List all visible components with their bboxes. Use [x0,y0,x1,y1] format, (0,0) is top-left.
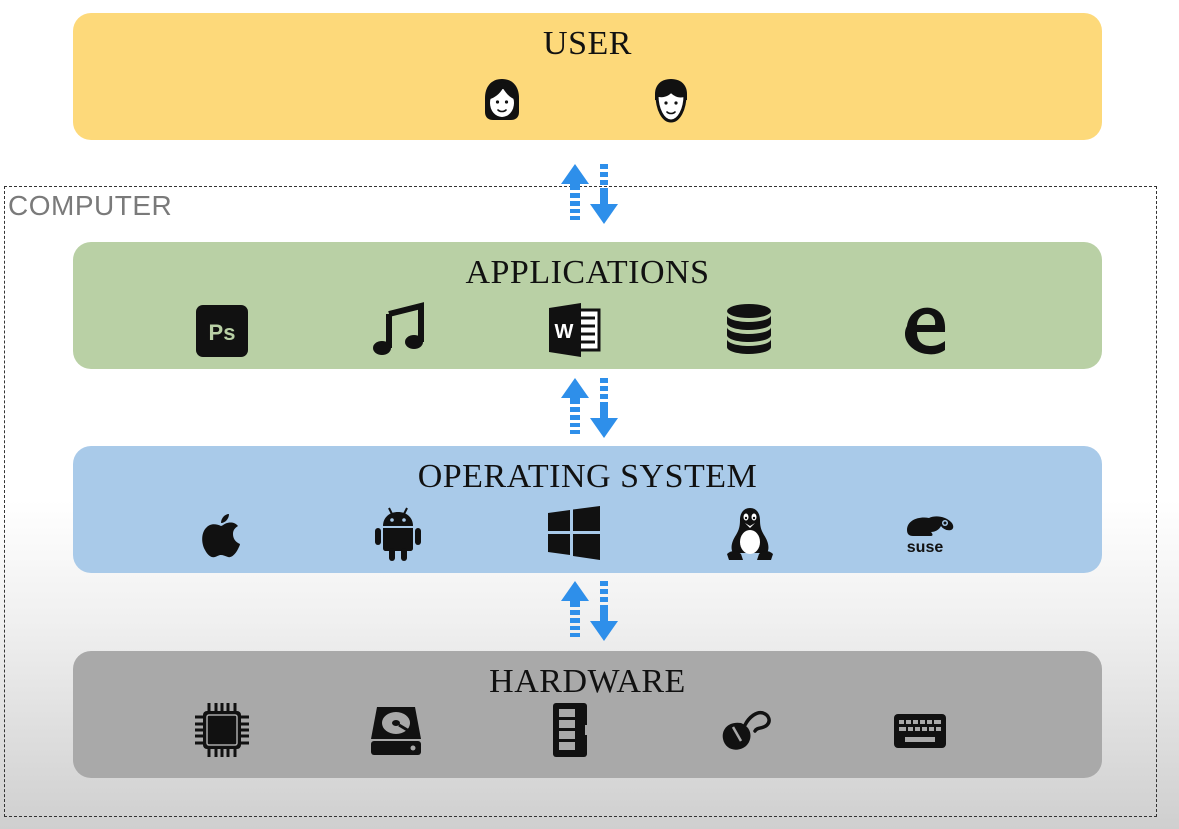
computer-boundary [4,186,1157,817]
operating-system-layer: OPERATING SYSTEM [73,446,1102,573]
mouse-icon [719,707,773,753]
applications-layer-title: APPLICATIONS [465,254,710,291]
applications-layer: APPLICATIONS Ps W [73,242,1102,369]
music-icon [371,302,425,358]
photoshop-icon: Ps [195,304,249,358]
memory-icon [549,701,591,759]
computer-label: COMPUTER [8,190,173,221]
linux-tux-icon [725,506,775,562]
word-icon: W [547,302,601,358]
suse-icon: suse [899,512,955,554]
operating-system-layer-title: OPERATING SYSTEM [417,458,758,495]
applications-os-arrows [558,376,622,440]
edge-browser-icon [901,304,947,356]
android-icon [374,506,422,562]
user-applications-arrows [558,162,622,226]
male-user-icon [648,75,694,125]
user-layer-title: USER [543,25,632,62]
apple-icon [199,510,243,560]
hard-drive-icon [369,703,423,757]
photoshop-icon-text: Ps [209,320,236,345]
os-hardware-arrows [558,579,622,643]
user-layer: USER [73,13,1102,140]
keyboard-icon [893,713,947,749]
hardware-layer-title: HARDWARE [489,663,686,700]
windows-icon [547,506,601,560]
cpu-icon [195,703,249,757]
suse-icon-text: suse [907,539,944,554]
database-icon [725,302,773,358]
hardware-layer: HARDWARE [73,651,1102,778]
word-icon-text: W [555,321,574,343]
female-user-icon [477,75,527,125]
